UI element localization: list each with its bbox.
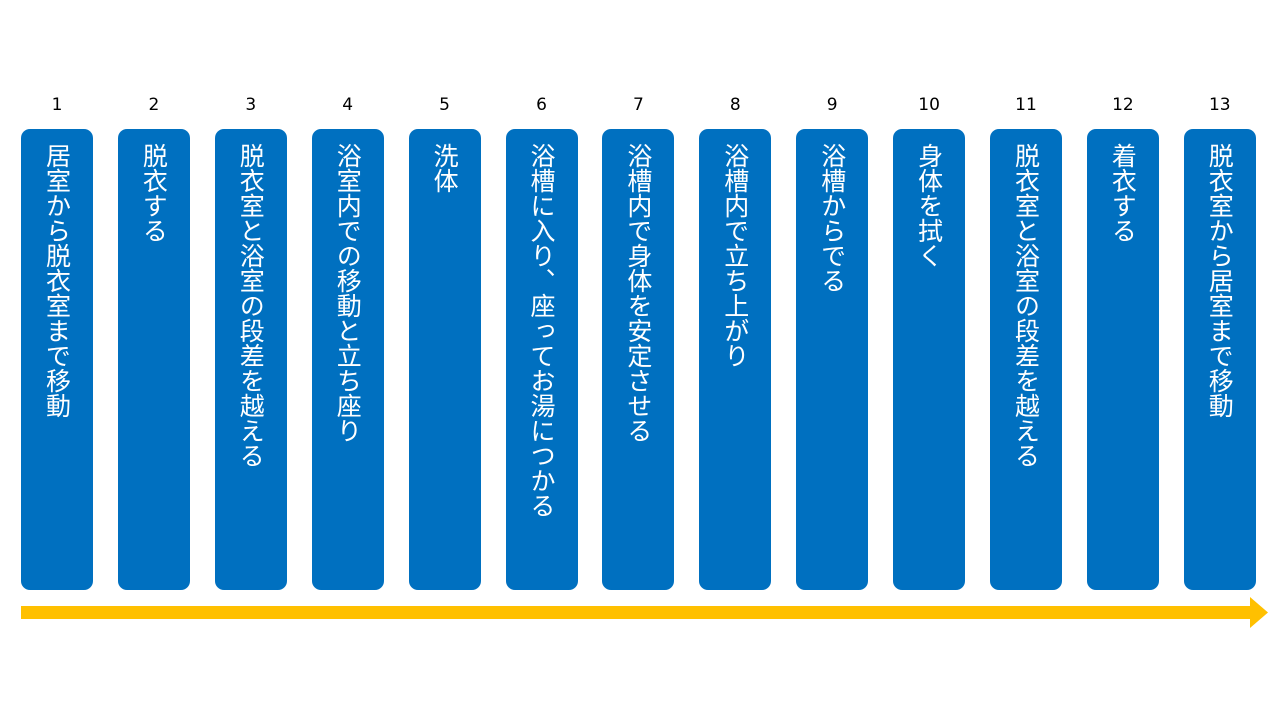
step-1: 1 居室から脱衣室まで移動 (21, 92, 93, 592)
step-10: 10 身体を拭く (893, 92, 966, 592)
step-box: 脱衣室から居室まで移動 (1183, 129, 1256, 590)
step-number: 8 (729, 95, 741, 115)
step-box: 居室から脱衣室まで移動 (21, 129, 93, 590)
step-number: 6 (536, 95, 547, 115)
step-label: 浴槽に入り、座ってお湯につかる (527, 143, 556, 518)
timeline-arrow (21, 597, 1268, 628)
step-3: 3 脱衣室と浴室の段差を越える (214, 92, 287, 592)
step-label: 浴槽からでる (817, 143, 847, 293)
step-box: 洗体 (408, 129, 481, 590)
step-number: 12 (1112, 95, 1134, 115)
step-box: 浴槽内で身体を安定させる (602, 129, 675, 590)
step-4: 4 浴室内での移動と立ち座り (311, 92, 384, 592)
step-box: 脱衣室と浴室の段差を越える (214, 129, 287, 590)
step-label: 浴槽内で身体を安定させる (623, 143, 653, 443)
step-label: 脱衣室と浴室の段差を越える (1011, 143, 1041, 468)
step-5: 5 洗体 (408, 92, 481, 592)
step-number: 4 (342, 95, 354, 115)
step-box: 身体を拭く (893, 129, 966, 590)
step-6: 6 浴槽に入り、座ってお湯につかる (505, 92, 578, 592)
step-13: 13 脱衣室から居室まで移動 (1183, 92, 1256, 592)
step-box: 浴槽内で立ち上がり (699, 129, 772, 590)
step-number: 1 (51, 95, 63, 115)
step-number: 2 (148, 95, 160, 115)
step-label: 脱衣する (139, 143, 169, 243)
step-7: 7 浴槽内で身体を安定させる (602, 92, 675, 592)
step-label: 脱衣室から居室まで移動 (1205, 143, 1235, 418)
step-8: 8 浴槽内で立ち上がり (699, 92, 772, 592)
step-label: 洗体 (430, 143, 460, 193)
steps-row: 1 居室から脱衣室まで移動 2 脱衣する 3 脱衣室と浴室の段差を越える 4 浴… (21, 92, 1261, 592)
step-number: 3 (245, 95, 257, 115)
step-number: 10 (918, 95, 940, 115)
step-box: 着衣する (1086, 129, 1159, 590)
step-box: 浴槽からでる (796, 129, 869, 590)
step-label: 居室から脱衣室まで移動 (42, 143, 72, 418)
step-number: 7 (632, 95, 644, 115)
step-2: 2 脱衣する (117, 92, 190, 592)
step-box: 脱衣室と浴室の段差を越える (990, 129, 1062, 590)
step-box: 脱衣する (117, 129, 190, 590)
step-box: 浴室内での移動と立ち座り (311, 129, 384, 590)
step-number: 11 (1015, 95, 1037, 115)
step-label: 着衣する (1108, 143, 1138, 243)
step-12: 12 着衣する (1086, 92, 1159, 592)
step-number: 13 (1208, 95, 1231, 115)
step-label: 浴室内での移動と立ち座り (333, 143, 363, 443)
step-number: 5 (439, 95, 450, 115)
step-label: 浴槽内で立ち上がり (720, 143, 750, 368)
step-9: 9 浴槽からでる (796, 92, 869, 592)
step-label: 身体を拭く (914, 143, 944, 268)
step-label: 脱衣室と浴室の段差を越える (236, 143, 266, 468)
step-box: 浴槽に入り、座ってお湯につかる (505, 129, 578, 590)
step-number: 9 (826, 95, 838, 115)
step-11: 11 脱衣室と浴室の段差を越える (990, 92, 1062, 592)
